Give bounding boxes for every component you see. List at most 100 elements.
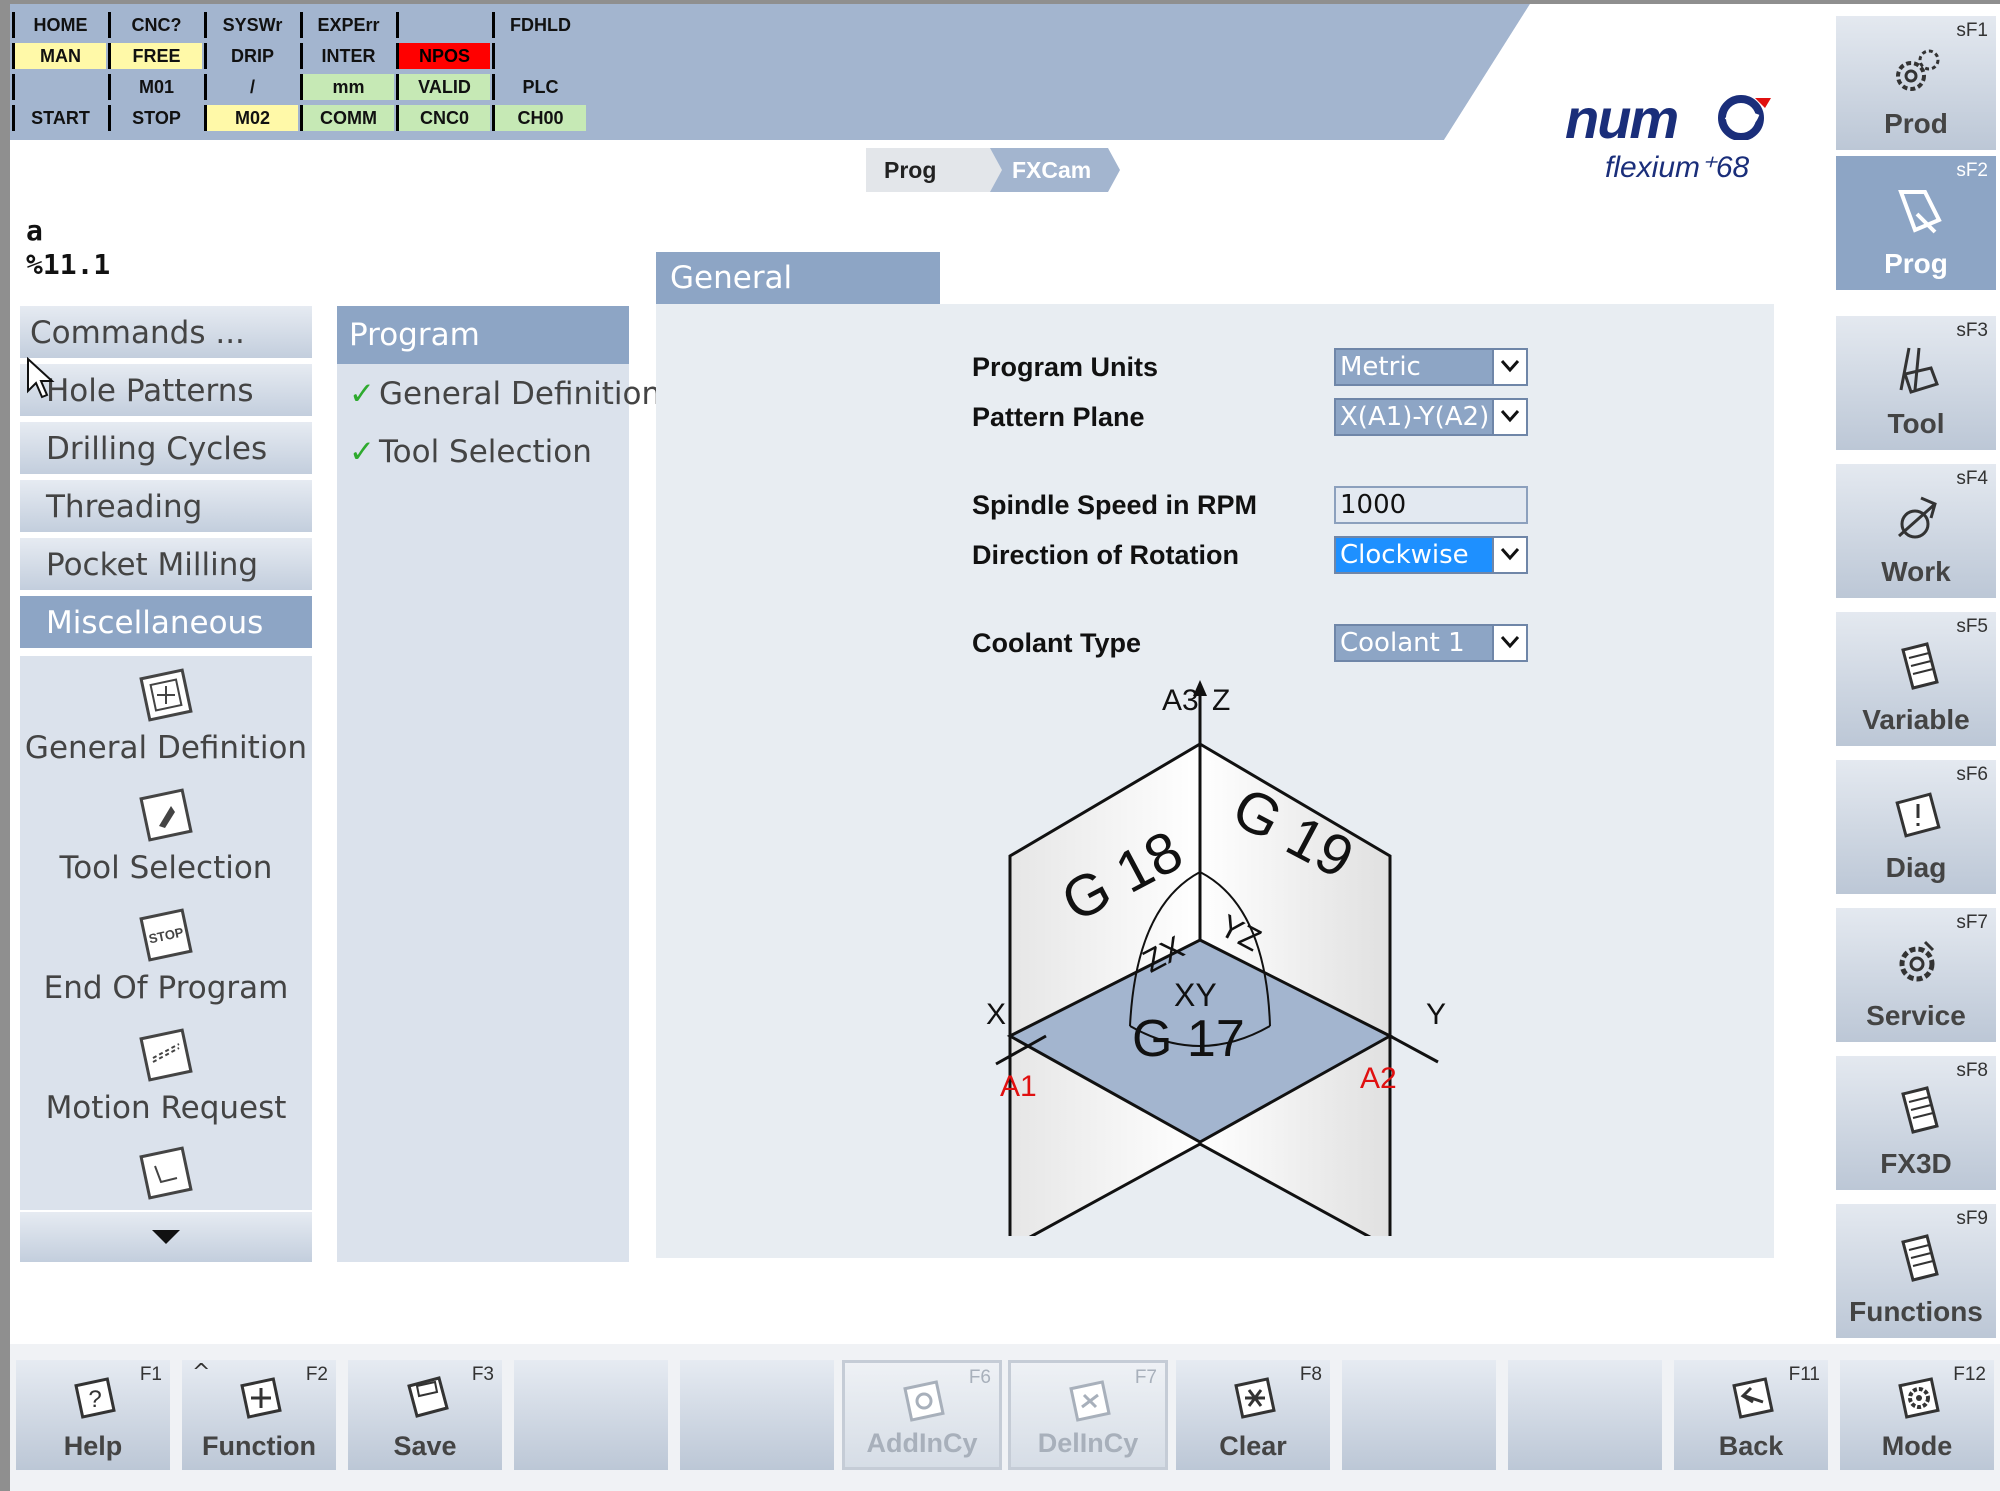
softkey-help[interactable]: F1 ? Help (16, 1360, 170, 1470)
status-cell-plc: PLC (492, 74, 586, 100)
breadcrumb-fxcam[interactable]: FXCam (1012, 157, 1092, 183)
submenu-tool-selection[interactable]: Tool Selection (20, 786, 312, 904)
status-grid: HOME CNC? SYSWr EXPErr FDHLD MAN FREE DR… (12, 6, 612, 136)
submenu-general-definition[interactable]: General Definition (20, 666, 312, 784)
submenu-motion-request[interactable]: Motion Request (20, 1026, 312, 1144)
menu-miscellaneous[interactable]: Miscellaneous (20, 596, 312, 650)
program-units-label: Program Units (972, 352, 1159, 382)
program-units-select[interactable]: Metric (1334, 348, 1528, 386)
dropdown-button[interactable] (1492, 400, 1526, 434)
dropdown-button[interactable] (1492, 626, 1526, 660)
status-cell-inter: INTER (300, 43, 394, 69)
status-cell-mm: mm (300, 74, 394, 100)
softkey-label: Work (1881, 556, 1951, 587)
spindle-speed-input[interactable]: 1000 (1334, 486, 1528, 524)
softkey-fn-label: sF7 (1956, 912, 1988, 933)
softkey-work[interactable]: sF4 Work (1836, 464, 1996, 598)
softkey-clear[interactable]: F8 Clear (1176, 1360, 1330, 1470)
mode-gear-icon (1898, 1377, 1940, 1419)
softkey-tool[interactable]: sF3 Tool (1836, 316, 1996, 450)
softkey-empty-f10[interactable] (1508, 1360, 1662, 1470)
status-cell-experr: EXPErr (300, 12, 394, 38)
coolant-select[interactable]: Coolant 1 (1334, 624, 1528, 662)
program-item-tool-selection[interactable]: ✓Tool Selection (349, 434, 592, 470)
axis-a3-label: A3 (1162, 684, 1199, 717)
chevron-down-icon (1500, 410, 1520, 423)
pattern-plane-select[interactable]: X(A1)-Y(A2) (1334, 398, 1528, 436)
menu-commands[interactable]: Commands ... (20, 306, 312, 360)
program-column-title: Program (337, 306, 629, 364)
program-item-general-definition[interactable]: ✓General Definition (349, 376, 661, 412)
softkey-prog[interactable]: sF2 Prog (1836, 156, 1996, 290)
softkey-function[interactable]: ^ F2 Function (182, 1360, 336, 1470)
softkey-prod[interactable]: sF1 Prod (1836, 16, 1996, 150)
menu-threading[interactable]: Threading (20, 480, 312, 534)
softkey-empty-f4[interactable] (514, 1360, 668, 1470)
dropdown-button[interactable] (1492, 538, 1526, 572)
status-cell-m01: M01 (108, 74, 202, 100)
status-cell-m02: M02 (204, 105, 298, 131)
submenu-more-item[interactable] (20, 1144, 312, 1210)
submenu-scroll-down[interactable] (20, 1212, 312, 1262)
softkey-back[interactable]: F11 Back (1674, 1360, 1828, 1470)
softkey-fn-label: sF8 (1956, 1060, 1988, 1081)
breadcrumb-prog[interactable]: Prog (866, 148, 1006, 192)
status-cell-comm: COMM (300, 105, 394, 131)
plane-g17-fill (1006, 938, 1394, 1144)
softkey-label: AddInCy (866, 1428, 978, 1458)
softkey-fn-label: F1 (139, 1364, 162, 1385)
submenu-motion-request-label: Motion Request (45, 1090, 287, 1126)
clear-icon (1234, 1377, 1276, 1419)
menu-drilling-cycles[interactable]: Drilling Cycles (20, 422, 312, 476)
work-icon (1898, 496, 1937, 539)
softkey-diag[interactable]: sF6 Diag (1836, 760, 1996, 894)
softkey-label: Service (1866, 1000, 1966, 1031)
status-cell-syswr: SYSWr (204, 12, 298, 38)
stop-icon: STOP (139, 908, 193, 962)
softkey-save[interactable]: F3 Save (348, 1360, 502, 1470)
softkey-mode[interactable]: F12 Mode (1840, 1360, 1994, 1470)
softkey-label: Mode (1881, 1431, 1953, 1461)
program-name: a %11.1 (26, 214, 110, 282)
softkey-label: DelInCy (1037, 1428, 1139, 1458)
softkey-fn-label: sF2 (1956, 160, 1988, 181)
zx-arc (1129, 871, 1201, 1027)
softkey-functions[interactable]: sF9 Functions (1836, 1204, 1996, 1338)
direction-label: Direction of Rotation (972, 540, 1239, 570)
softkey-delincy[interactable]: F7 DelInCy (1008, 1360, 1168, 1470)
softkey-service[interactable]: sF7 Service (1836, 908, 1996, 1042)
document-icon (1901, 642, 1939, 690)
softkey-empty-f5[interactable] (680, 1360, 834, 1470)
panel-tab-general-definition[interactable]: General Definition (656, 252, 940, 348)
submenu-end-of-program[interactable]: STOP End Of Program (20, 906, 312, 1024)
logo-swirl-icon (1718, 95, 1771, 140)
submenu-general-definition-label: General Definition (24, 730, 308, 766)
softkey-addincy[interactable]: F6 AddInCy (842, 1360, 1002, 1470)
status-cell-cnc0: CNC0 (396, 105, 490, 131)
chevron-down-icon (152, 1230, 180, 1244)
status-cell-drip: DRIP (204, 43, 298, 69)
status-cell-valid: VALID (396, 74, 490, 100)
status-cell-stop: STOP (108, 105, 202, 131)
softkey-fx3d[interactable]: sF8 FX3D (1836, 1056, 1996, 1190)
softkey-fn-label: sF6 (1956, 764, 1988, 785)
dropdown-button[interactable] (1492, 350, 1526, 384)
axis-y-label: Y (1426, 998, 1446, 1031)
softkey-label: Diag (1885, 852, 1947, 883)
softkey-variable[interactable]: sF5 Variable (1836, 612, 1996, 746)
softkey-empty-f9[interactable] (1342, 1360, 1496, 1470)
menu-pocket-milling[interactable]: Pocket Milling (20, 538, 312, 592)
softkey-fn-label: sF4 (1956, 468, 1988, 489)
save-icon (407, 1376, 449, 1418)
num-logo: num flexium⁺68 (1565, 86, 1785, 192)
program-column: Program ✓General Definition ✓Tool Select… (337, 306, 661, 1262)
logo-subtitle: flexium⁺68 (1605, 151, 1750, 184)
status-cell-empty (396, 12, 490, 38)
direction-select[interactable]: Clockwise (1334, 536, 1528, 574)
direction-value: Clockwise (1340, 540, 1469, 570)
submenu-tool-selection-label: Tool Selection (59, 850, 273, 886)
menu-hole-patterns[interactable]: Hole Patterns (20, 364, 312, 418)
check-icon: ✓ (349, 376, 375, 412)
softkey-fn-label: F8 (1299, 1364, 1322, 1385)
softkey-fn-label: sF5 (1956, 616, 1988, 637)
